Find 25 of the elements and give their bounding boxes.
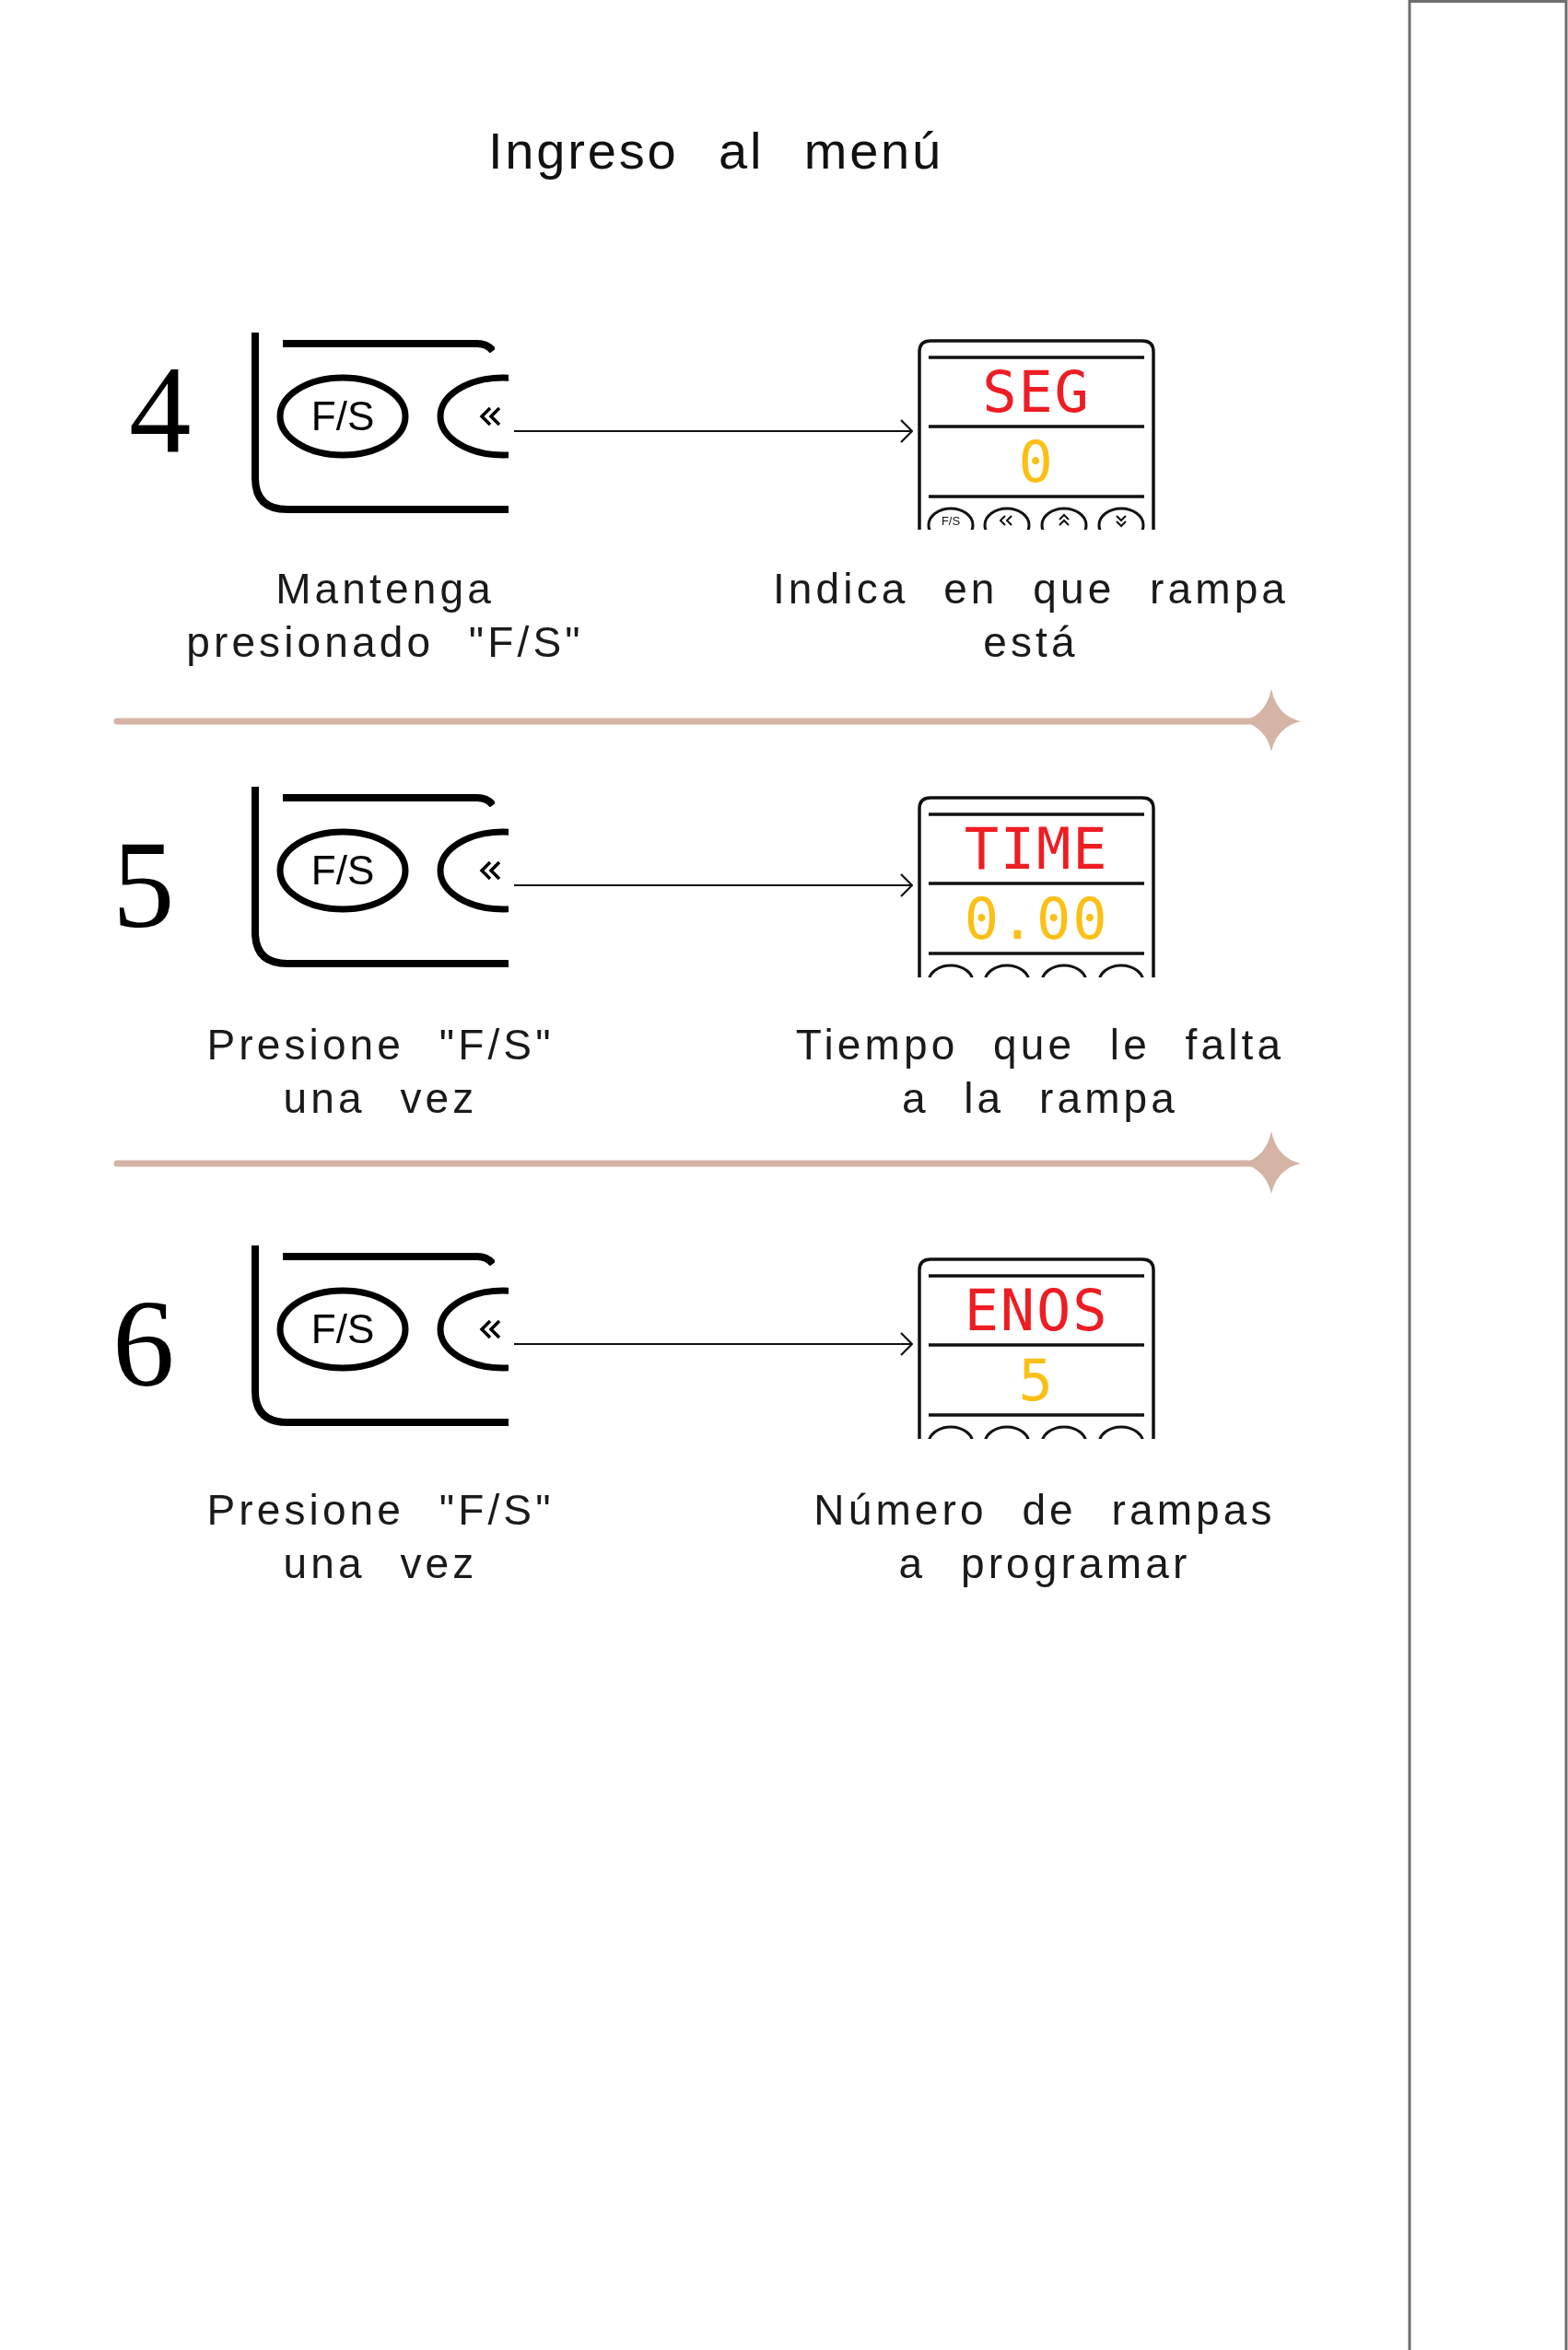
key-label: F/S [310, 1309, 375, 1350]
display-value: 5 [1018, 1352, 1055, 1409]
display-readout: TIME [964, 821, 1109, 878]
key-label: F/S [941, 514, 961, 527]
controller-display [918, 796, 1155, 977]
step-caption: Presione "F/S" una vez [205, 1020, 556, 1124]
step-caption: Presione "F/S" una vez [205, 1485, 556, 1589]
display-value: 0.00 [964, 891, 1109, 948]
display-readout: ENOS [964, 1282, 1109, 1339]
controller-display [918, 339, 1155, 530]
key-label: F/S [310, 850, 375, 891]
arrow [514, 1331, 914, 1357]
step-caption: Tiempo que le falta a la rampa [794, 1020, 1286, 1124]
arrow [514, 418, 914, 444]
step-caption: Número de rampas a programar [813, 1485, 1277, 1589]
step-caption: Indica en que rampa está [771, 564, 1291, 668]
step-number: 4 [129, 348, 192, 473]
arrow [514, 872, 914, 898]
display-readout: SEG [982, 364, 1091, 421]
key-label: F/S [310, 396, 375, 437]
step-number: 5 [112, 823, 175, 947]
step-caption: Mantenga presionado "F/S" [185, 564, 585, 668]
controller-display [918, 1257, 1155, 1439]
display-value: 0 [1018, 434, 1055, 491]
step-number: 6 [112, 1281, 175, 1406]
